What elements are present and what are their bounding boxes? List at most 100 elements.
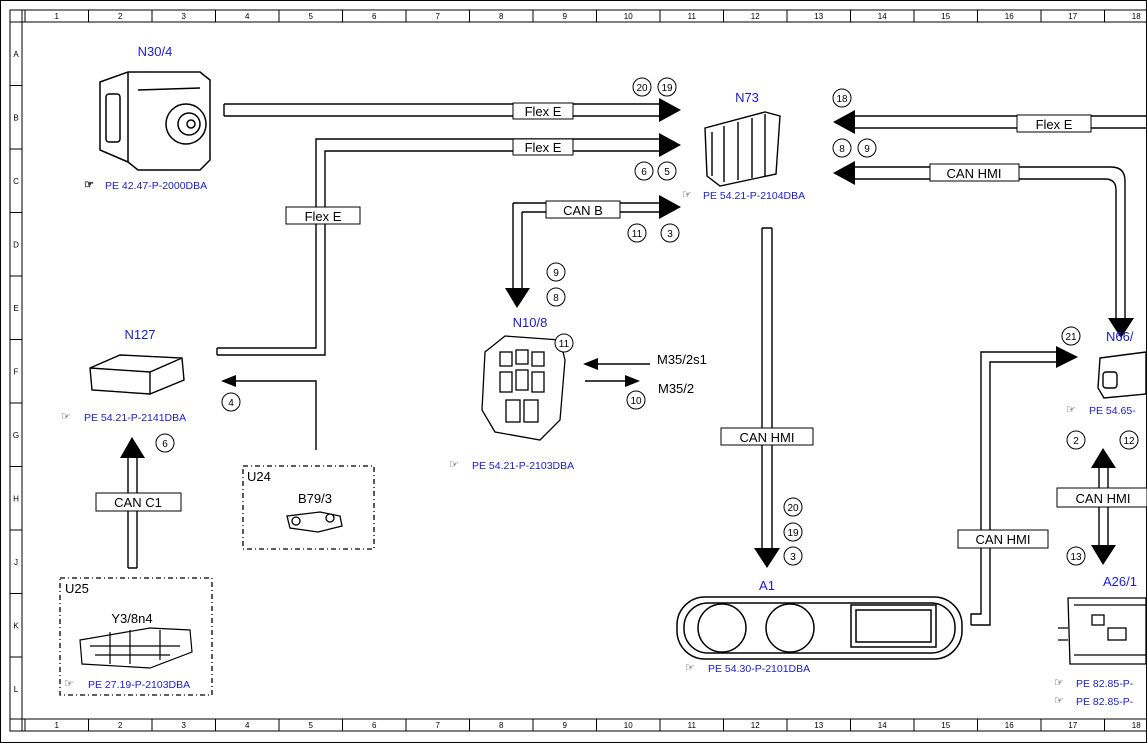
grid-column-label: 14: [878, 721, 887, 730]
component-a26-1[interactable]: A26/1 ☞ PE 82.85-P- ☞ PE 82.85-P-: [1054, 574, 1147, 708]
grid-row-label: C: [13, 177, 19, 186]
grid-column-label: 18: [1132, 12, 1141, 21]
marker-circle: 19: [657, 77, 677, 97]
marker-circle: 4: [221, 392, 241, 412]
arrow-right-icon: [625, 375, 640, 387]
bus-labels: Flex E Flex E Flex E CAN B Flex E CAN HM…: [95, 102, 1147, 549]
marker-circle: 2: [1066, 430, 1086, 450]
bus-label: Flex E: [525, 104, 562, 119]
svg-text:20: 20: [636, 83, 648, 94]
arrow-down-icon: [505, 288, 530, 308]
grid-column-label: 5: [309, 721, 314, 730]
abs-unit-icon: [99, 71, 211, 171]
grid-column-label: 17: [1068, 12, 1077, 21]
marker-circle: 8: [832, 138, 852, 158]
grid-row-label: K: [13, 621, 19, 630]
grid-row-label: H: [13, 494, 19, 503]
component-name: A26/1: [1103, 574, 1137, 589]
marker-circle: 19: [783, 522, 803, 542]
arrow-left-icon: [833, 110, 855, 134]
arrow-right-icon: [659, 133, 681, 157]
marker-circle: 20: [632, 77, 652, 97]
manual-icon: ☞: [449, 459, 459, 471]
component-ref[interactable]: PE 42.47-P-2000DBA: [105, 180, 207, 192]
grid-column-label: 14: [878, 12, 887, 21]
manual-icon: ☞: [64, 678, 74, 690]
arrow-left-icon: [583, 358, 598, 370]
group-u25[interactable]: U25 Y3/8n4 ☞ PE 27.19-P-2103DBA: [59, 577, 213, 696]
component-ref[interactable]: PE 54.21-P-2141DBA: [84, 412, 186, 424]
marker-circle: 21: [1061, 326, 1081, 346]
group-name: U25: [65, 581, 89, 596]
component-n30-4[interactable]: N30/4 ☞ PE 42.47-P-2000DBA: [84, 44, 211, 192]
bus-label: Flex E: [525, 140, 562, 155]
grid-row-label: L: [14, 685, 19, 694]
marker-circle: 11: [554, 333, 574, 353]
svg-text:3: 3: [790, 552, 796, 563]
grid-column-label: 18: [1132, 721, 1141, 730]
grid-column-label: 12: [751, 721, 760, 730]
svg-text:18: 18: [836, 94, 848, 105]
fuse-box-icon: [481, 335, 566, 441]
bus-label: CAN HMI: [976, 532, 1031, 547]
valve-body-icon: [79, 627, 193, 669]
arrow-right-icon: [659, 98, 681, 122]
marker-circle: 3: [783, 546, 803, 566]
component-ref[interactable]: PE 82.85-P-: [1076, 696, 1134, 708]
component-name: N73: [735, 90, 759, 105]
arrow-right-icon: [659, 195, 681, 219]
manual-icon: ☞: [1054, 677, 1064, 689]
bus-label: CAN HMI: [947, 166, 1002, 181]
grid-column-label: 8: [499, 721, 504, 730]
group-name: U24: [247, 469, 271, 484]
grid-column-label: 9: [563, 721, 568, 730]
grid-row-label: G: [13, 431, 19, 440]
marker-circle: 13: [1066, 546, 1086, 566]
grid-column-label: 5: [309, 12, 314, 21]
component-ref[interactable]: PE 54.21-P-2104DBA: [703, 190, 805, 202]
grid-column-label: 3: [182, 12, 187, 21]
grid-column-label: 6: [372, 721, 377, 730]
grid-column-label: 10: [624, 721, 633, 730]
component-ref[interactable]: PE 54.30-P-2101DBA: [708, 663, 810, 675]
group-u24[interactable]: U24 B79/3: [242, 465, 375, 550]
svg-text:4: 4: [228, 398, 234, 409]
grid-column-label: 9: [563, 12, 568, 21]
component-name: A1: [759, 578, 775, 593]
grid-column-label: 13: [814, 721, 823, 730]
inner-frame: [9, 9, 1147, 732]
marker-circle: 6: [634, 161, 654, 181]
grid-column-label: 4: [245, 721, 250, 730]
grid-column-label: 1: [55, 721, 60, 730]
component-ref[interactable]: PE 54.21-P-2103DBA: [472, 460, 574, 472]
grid-row-label: D: [13, 240, 19, 249]
arrow-left-icon: [221, 375, 236, 387]
marker-circle: 6: [155, 433, 175, 453]
grid-column-label: 13: [814, 12, 823, 21]
component-ref[interactable]: PE 82.85-P-: [1076, 678, 1134, 690]
svg-text:19: 19: [787, 528, 799, 539]
component-a1[interactable]: A1 ☞ PE 54.30-P-2101DBA: [676, 578, 963, 675]
grid-row-label: F: [14, 367, 19, 376]
svg-text:10: 10: [630, 396, 642, 407]
grid-column-label: 10: [624, 12, 633, 21]
component-n10-8[interactable]: N10/8 ☞ PE 54.21-P-2103DBA: [449, 315, 574, 472]
component-n66[interactable]: N66/ ☞ PE 54.65-: [1066, 329, 1147, 417]
grid-column-label: 12: [751, 12, 760, 21]
marker-circle: 10: [626, 390, 646, 410]
grid-column-label: 1: [55, 12, 60, 21]
grid-column-label: 7: [436, 721, 441, 730]
marker-circle: 20: [783, 497, 803, 517]
component-n127[interactable]: N127 ☞ PE 54.21-P-2141DBA: [61, 327, 186, 424]
arrow-left-icon: [833, 161, 855, 185]
svg-text:2: 2: [1073, 436, 1079, 447]
component-n73[interactable]: N73 ☞ PE 54.21-P-2104DBA: [682, 90, 805, 202]
component-ref[interactable]: PE 27.19-P-2103DBA: [88, 679, 190, 691]
marker-circle: 8: [546, 287, 566, 307]
arrow-up-icon: [1091, 448, 1116, 468]
svg-text:6: 6: [162, 439, 168, 450]
component-ref[interactable]: PE 54.65-: [1089, 405, 1136, 417]
